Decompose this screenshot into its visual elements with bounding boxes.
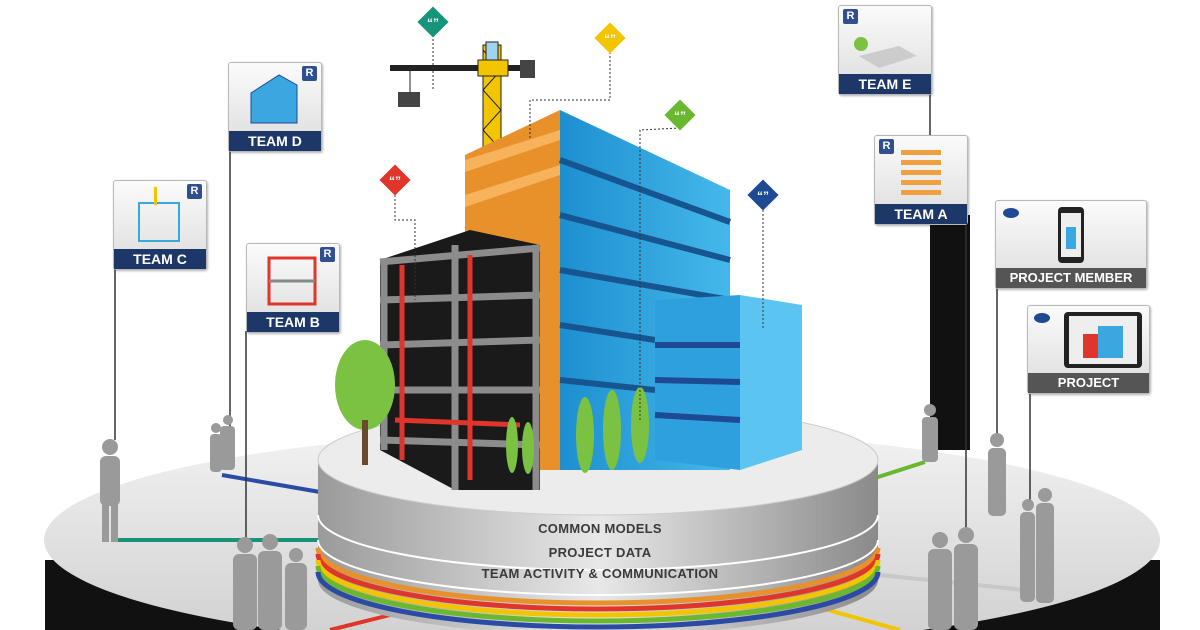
svg-text:“”: “” xyxy=(757,189,769,203)
trees xyxy=(335,340,649,474)
team-b-card[interactable]: R TEAM B xyxy=(246,243,340,333)
layer-project-data: PROJECT DATA xyxy=(548,545,652,560)
chat-icon-green[interactable]: “” xyxy=(664,99,696,131)
team-a-pillar xyxy=(930,215,970,450)
floors-model-icon xyxy=(875,136,967,204)
member-label: PROJECT MEMBER xyxy=(996,268,1146,288)
team-label: TEAM E xyxy=(839,74,931,94)
phone-device-icon xyxy=(996,201,1146,268)
svg-text:“”: “” xyxy=(604,32,616,46)
structure-model-icon xyxy=(114,181,206,249)
tablet-device-icon xyxy=(1028,306,1149,373)
revit-badge-icon: R xyxy=(302,66,317,81)
chat-icon-blue[interactable]: “” xyxy=(747,179,779,211)
revit-badge-icon: R xyxy=(187,184,202,199)
svg-text:“”: “” xyxy=(389,174,401,188)
project-member-phone-card[interactable]: PROJECT MEMBER xyxy=(995,200,1147,289)
team-d-card[interactable]: R TEAM D xyxy=(228,62,322,152)
building-model-icon xyxy=(229,63,321,131)
revit-badge-icon: R xyxy=(320,247,335,262)
frame-model-icon xyxy=(247,244,339,312)
svg-text:“”: “” xyxy=(674,109,686,123)
team-label: TEAM A xyxy=(875,204,967,224)
team-e-card[interactable]: R TEAM E xyxy=(838,5,932,95)
revit-badge-icon: R xyxy=(879,139,894,154)
team-c-card[interactable]: R TEAM C xyxy=(113,180,207,270)
team-label: TEAM B xyxy=(247,312,339,332)
chat-icon-teal[interactable]: “” xyxy=(417,6,449,38)
team-label: TEAM D xyxy=(229,131,321,151)
people-silhouettes xyxy=(100,404,1054,630)
chat-icon-red[interactable]: “” xyxy=(379,164,411,196)
team-label: TEAM C xyxy=(114,249,206,269)
revit-badge-icon: R xyxy=(843,9,858,24)
svg-text:“”: “” xyxy=(427,16,439,30)
layer-team-activity: TEAM ACTIVITY & COMMUNICATION xyxy=(481,566,719,581)
team-a-card[interactable]: R TEAM A xyxy=(874,135,968,225)
steel-frame xyxy=(379,230,541,490)
blue-annex xyxy=(654,295,802,470)
layer-common-models: COMMON MODELS xyxy=(538,521,662,536)
project-member-tablet-card[interactable]: PROJECT MEMBER xyxy=(1027,305,1150,410)
site-model-icon xyxy=(839,6,931,74)
member-label: PROJECT MEMBER xyxy=(1028,373,1149,410)
chat-icon-yellow[interactable]: “” xyxy=(594,22,626,54)
